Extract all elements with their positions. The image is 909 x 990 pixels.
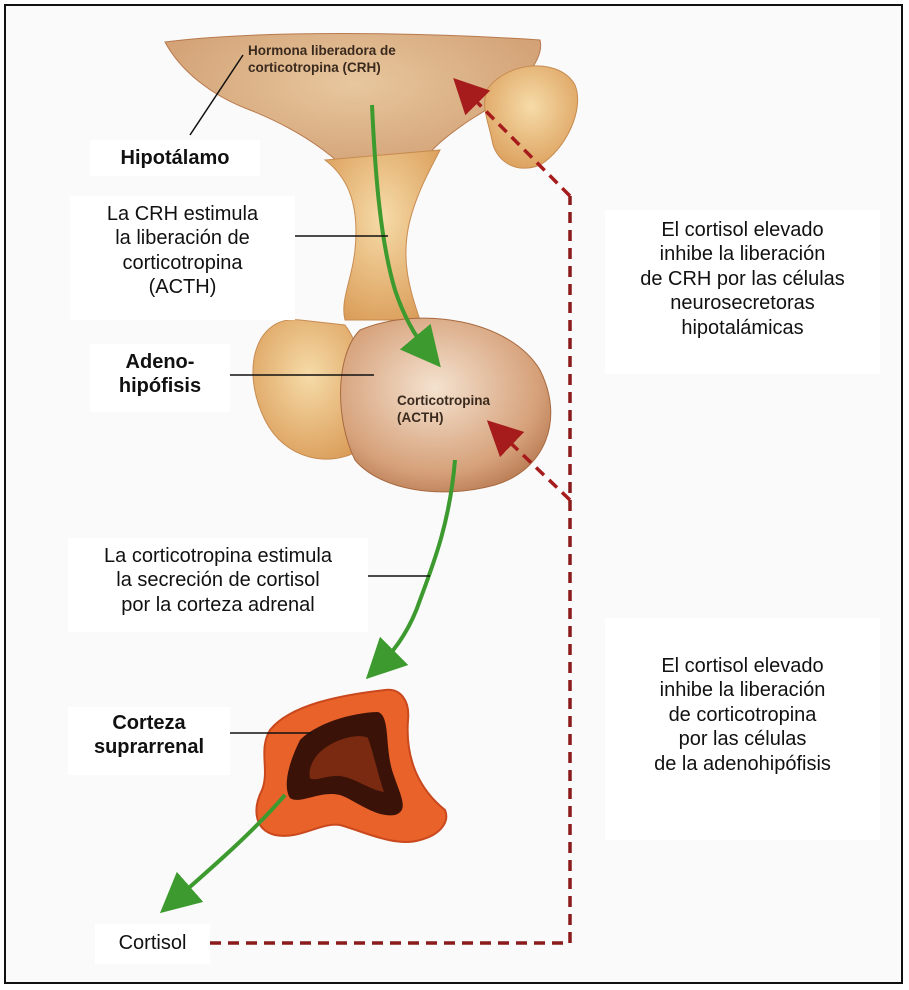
cortisol-label: Cortisol (95, 924, 210, 964)
adenohypophysis-label: Adeno- hipófisis (90, 344, 230, 412)
hypothalamus-label: Hipotálamo (90, 140, 260, 176)
acth-label: Corticotropina (ACTH) (397, 393, 547, 427)
cortisol-release-arrow (175, 795, 285, 900)
adrenal-cortex-label: Corteza suprarrenal (68, 707, 230, 775)
optic-chiasm-shape (485, 66, 578, 168)
crh-hormone-label: Hormona liberadora de corticotropina (CR… (248, 43, 488, 77)
feedback-acth-text: El cortisol elevado inhibe la liberación… (605, 618, 880, 840)
acth-stimulation-text: La corticotropina estimula la secreción … (68, 538, 368, 632)
crh-stimulation-text: La CRH estimula la liberación de cortico… (70, 196, 295, 320)
feedback-crh-text: El cortisol elevado inhibe la liberación… (605, 210, 880, 374)
